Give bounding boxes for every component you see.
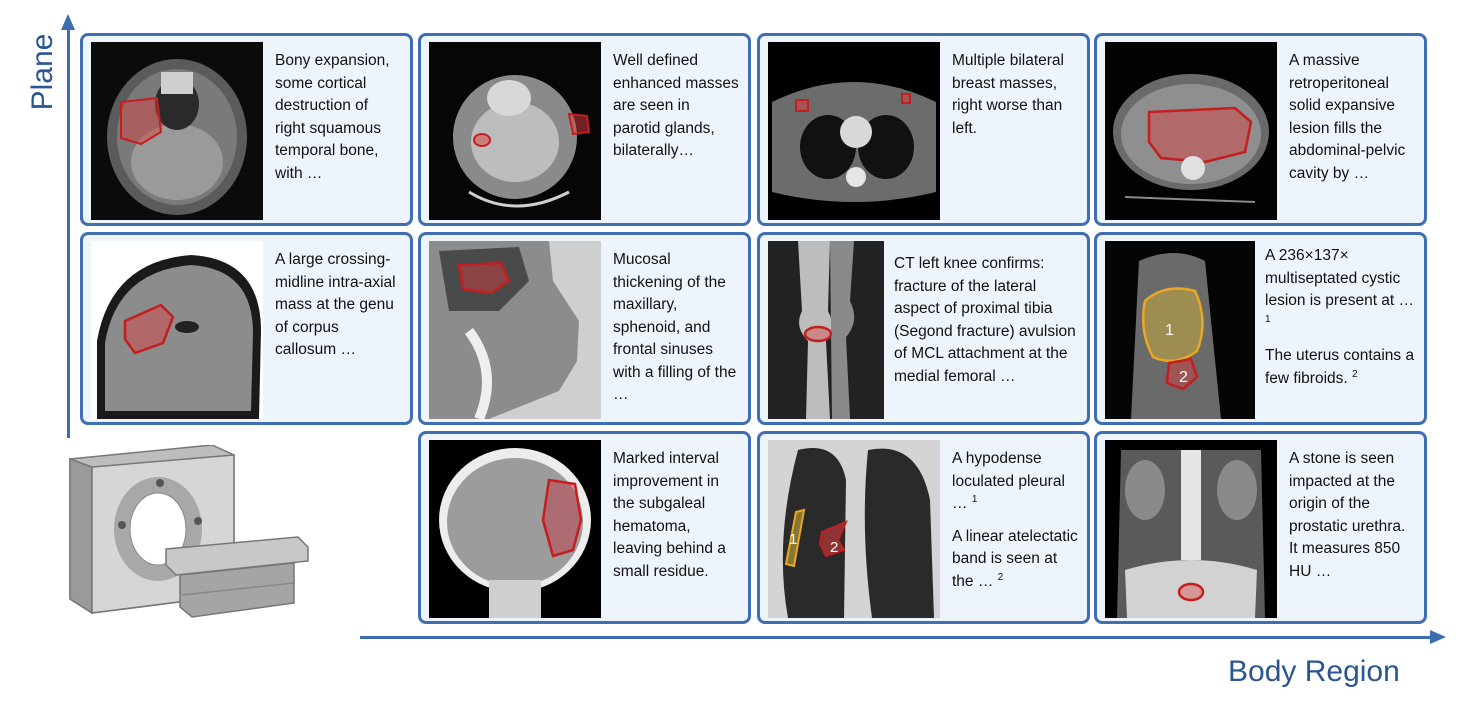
ct-scan-image [429, 42, 601, 220]
finding-description: The uterus contains a few fibroids. 2 [1265, 347, 1415, 387]
finding-description: A massive retroperitoneal solid expansiv… [1289, 52, 1406, 182]
ct-scan-image [91, 241, 263, 419]
ct-scan-image: 1 2 [768, 440, 940, 618]
finding-card: Mucosal thickening of the maxillary, sph… [418, 232, 751, 425]
finding-description: A 236×137× multiseptated cystic lesion i… [1265, 247, 1415, 325]
finding-description: CT left knee confirms: fracture of the l… [894, 255, 1076, 385]
finding-text: A hypodense loculated pleural … 1 A line… [952, 448, 1079, 593]
ct-scan-image [429, 440, 601, 618]
finding-text: A large crossing-midline intra-axial mas… [275, 249, 402, 362]
finding-description: A large crossing-midline intra-axial mas… [275, 251, 396, 358]
y-axis-label: Plane [26, 33, 59, 111]
finding-card: Multiple bilateral breast masses, right … [757, 33, 1090, 226]
finding-description: Marked interval improvement in the subga… [613, 450, 726, 580]
finding-text: A massive retroperitoneal solid expansiv… [1289, 50, 1416, 185]
finding-card: 1 2 A hypodense loculated pleural … 1 A … [757, 431, 1090, 624]
ct-scan-image [768, 42, 940, 220]
finding-card: Marked interval improvement in the subga… [418, 431, 751, 624]
finding-text: A 236×137× multiseptated cystic lesion i… [1265, 245, 1416, 390]
finding-text: A stone is seen impacted at the origin o… [1289, 448, 1416, 583]
footnote-ref: 2 [1352, 368, 1358, 380]
y-axis-arrowhead [61, 14, 75, 30]
x-axis-line [360, 636, 1432, 639]
finding-card: Well defined enhanced masses are seen in… [418, 33, 751, 226]
ct-scan-image [429, 241, 601, 419]
finding-description: Bony expansion, some cortical destructio… [275, 52, 390, 182]
finding-text: Bony expansion, some cortical destructio… [275, 50, 402, 185]
finding-description: Multiple bilateral breast masses, right … [952, 52, 1064, 137]
finding-card: A stone is seen impacted at the origin o… [1094, 431, 1427, 624]
region-label-1: 1 [789, 531, 797, 548]
finding-text: Marked interval improvement in the subga… [613, 448, 740, 583]
finding-description: A linear atelectatic band is seen at the… [952, 527, 1078, 590]
finding-card: A massive retroperitoneal solid expansiv… [1094, 33, 1427, 226]
finding-card: 1 2 A 236×137× multiseptated cystic lesi… [1094, 232, 1427, 425]
footnote-ref: 2 [997, 571, 1004, 583]
y-axis-line [67, 28, 70, 438]
finding-text: Mucosal thickening of the maxillary, sph… [613, 249, 740, 407]
x-axis-label: Body Region [1228, 655, 1400, 688]
finding-description: A hypodense loculated pleural … 1 [952, 450, 1065, 512]
finding-description: A stone is seen impacted at the origin o… [1289, 450, 1406, 580]
region-label-2: 2 [1179, 369, 1188, 386]
ct-scan-image [1105, 440, 1277, 618]
finding-text: Multiple bilateral breast masses, right … [952, 50, 1079, 140]
x-axis-arrowhead [1430, 630, 1446, 644]
finding-text: CT left knee confirms: fracture of the l… [894, 253, 1079, 388]
footnote-ref: 1 [1265, 313, 1271, 325]
ct-scan-image: 1 2 [1105, 241, 1255, 419]
finding-card: Bony expansion, some cortical destructio… [80, 33, 413, 226]
region-label-1: 1 [1165, 322, 1174, 339]
finding-card: A large crossing-midline intra-axial mas… [80, 232, 413, 425]
region-label-2: 2 [830, 539, 838, 556]
ct-scan-image [768, 241, 884, 419]
finding-text: Well defined enhanced masses are seen in… [613, 50, 740, 163]
finding-card: CT left knee confirms: fracture of the l… [757, 232, 1090, 425]
footnote-ref: 1 [971, 493, 978, 505]
ct-scan-image [1105, 42, 1277, 220]
ct-scanner-icon [62, 444, 312, 621]
ct-scan-image [91, 42, 263, 220]
finding-description: Mucosal thickening of the maxillary, sph… [613, 251, 737, 403]
finding-description: Well defined enhanced masses are seen in… [613, 52, 739, 159]
